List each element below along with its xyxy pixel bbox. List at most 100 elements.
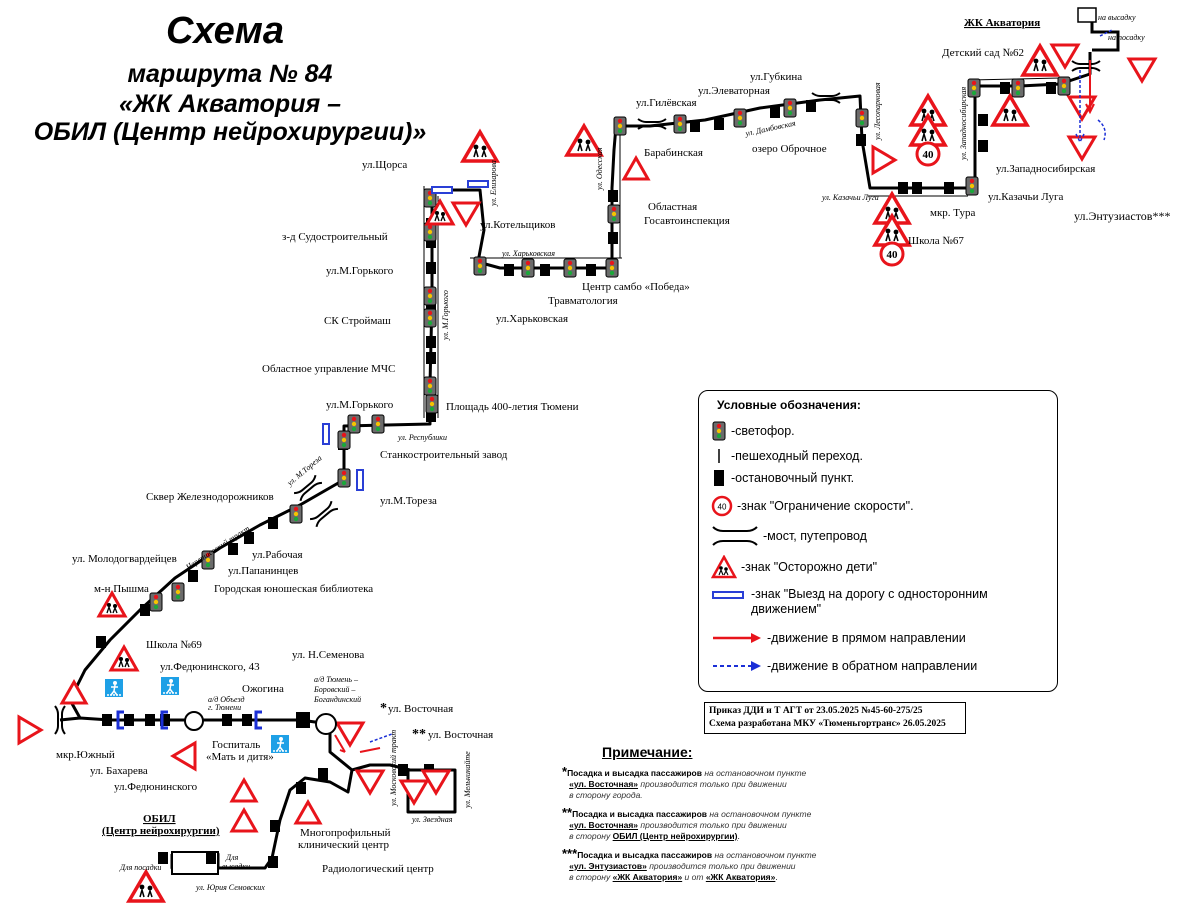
svg-text:ул. Западносибирская: ул. Западносибирская <box>959 87 968 161</box>
svg-text:Богандинский: Богандинский <box>313 695 361 704</box>
stop-label: (Центр нейрохирургии) <box>102 825 220 837</box>
stop-labels: ул.Щорса з-д Судостроительный ул.М.Горьк… <box>56 17 1170 875</box>
svg-text:ул. Звездная: ул. Звездная <box>411 815 453 824</box>
order-info-box: Приказ ДДИ и Т АГТ от 23.05.2025 №45-60-… <box>704 702 966 734</box>
stop-label: Площадь 400-летия Тюмени <box>446 401 579 413</box>
note-1: *Посадка и высадка пассажиров на останов… <box>562 764 807 800</box>
forward-arrow-icon <box>713 633 761 643</box>
stop-label: Ожогина <box>242 683 284 695</box>
stop-label: Госпиталь <box>212 739 260 751</box>
children-sign-icon <box>711 555 737 579</box>
notes: Примечание: *Посадка и высадка пассажиро… <box>562 744 892 883</box>
stop-label: ул. Молодогвардейцев <box>72 553 177 565</box>
bridge-icon <box>712 526 758 546</box>
akvatoriya-building <box>1077 7 1120 52</box>
backward-arrow-icon <box>713 661 761 671</box>
svg-text:40: 40 <box>718 503 727 512</box>
stop-label: ул. Бахарева <box>90 765 148 777</box>
svg-text:*: * <box>380 701 387 716</box>
stop-label: ул.М.Горького <box>326 399 394 411</box>
svg-text:ул. Республики: ул. Республики <box>397 433 447 442</box>
order-line: Схема разработана МКУ «Тюменьгортранс» 2… <box>709 719 946 729</box>
svg-text:ул. Елизарова: ул. Елизарова <box>489 160 498 207</box>
speed-limit-icon: 40 <box>711 495 733 517</box>
svg-text:высадки: высадки <box>222 862 250 871</box>
stop-label: Детский сад №62 <box>942 47 1024 59</box>
stop-label: Областная <box>648 201 697 213</box>
legend-title: Условные обозначения: <box>717 398 861 412</box>
svg-text:Для: Для <box>225 853 239 862</box>
legend-row: -движение в обратном направлении <box>711 659 977 673</box>
stop-label: ул.Папанинцев <box>228 565 298 577</box>
stop-label: Барабинская <box>644 147 703 159</box>
svg-text:Боровский –: Боровский – <box>313 685 356 694</box>
legend-row: -знак "Осторожно дети" <box>711 555 877 579</box>
one-way-sign-icon <box>712 591 744 599</box>
roundabout <box>184 711 204 731</box>
stop-label: м-н Пышма <box>94 583 149 595</box>
svg-text:ул. Московский тракт: ул. Московский тракт <box>389 730 398 807</box>
stop-label: ул.Щорса <box>362 159 407 171</box>
stop-label: ул.Федюнинского <box>114 781 198 793</box>
stop-label: ул.Рабочая <box>252 549 303 561</box>
legend-label: -знак "Ограничение скорости". <box>737 499 914 513</box>
stop-label: ул.Харьковская <box>496 313 568 325</box>
stop-label: Областное управление МЧС <box>262 363 395 375</box>
legend-row: -остановочный пункт. <box>711 469 854 487</box>
svg-text:ул. Одесская: ул. Одесская <box>595 147 604 191</box>
order-line: Приказ ДДИ и Т АГТ от 23.05.2025 №45-60-… <box>709 706 923 716</box>
stop-label: Школа №69 <box>146 639 202 651</box>
notes-heading: Примечание: <box>602 744 693 760</box>
stop-label: «Мать и дитя» <box>206 751 274 763</box>
svg-text:40: 40 <box>923 149 935 161</box>
svg-text:ул. Харьковская: ул. Харьковская <box>501 249 555 258</box>
stop-label: Городская юношеская библиотека <box>214 583 373 595</box>
stop-label: Сквер Железнодорожников <box>146 491 274 503</box>
legend-label: движением" <box>751 602 822 616</box>
svg-text:а/д Объезд: а/д Объезд <box>208 695 245 704</box>
legend-row: -знак "Выезд на дорогу с односторонним д… <box>711 587 988 617</box>
legend-label: -движение в прямом направлении <box>767 631 966 645</box>
legend-row: 40 -знак "Ограничение скорости". <box>711 495 914 517</box>
svg-text:ул. Мельникайте: ул. Мельникайте <box>463 751 472 809</box>
stop-label: ул.Котельщиков <box>480 219 555 231</box>
legend-label: -знак "Выезд на дорогу с односторонним <box>751 587 988 601</box>
speed-limit-signs: 40 40 <box>879 141 941 267</box>
roundabout <box>315 713 337 735</box>
stop-label: ул.Элеваторная <box>698 85 770 97</box>
stop-label: ул.Федюнинского, 43 <box>160 661 260 673</box>
stop-label: ЖК Акватория <box>964 17 1040 29</box>
note-2: **Посадка и высадка пассажиров на остано… <box>562 805 812 841</box>
legend-label: -мост, путепровод <box>763 529 867 543</box>
legend-label: -знак "Осторожно дети" <box>741 560 878 574</box>
stop-label: СК Строймаш <box>324 315 391 327</box>
traffic-light-icon <box>712 421 726 441</box>
legend-row: -светофор. <box>711 421 795 441</box>
stop-label: ОБИЛ <box>143 813 176 825</box>
stop-icon <box>714 470 724 486</box>
route-name-line1: «ЖК Акватория – <box>118 90 342 118</box>
stop-label: ул.Губкина <box>750 71 802 83</box>
stop-label: Центр самбо «Победа» <box>582 281 690 293</box>
legend-label: -остановочный пункт. <box>731 471 855 485</box>
svg-text:а/д Тюмень –: а/д Тюмень – <box>314 675 359 684</box>
stop-label: ул.Казачьи Луга <box>988 191 1064 203</box>
stop-label: клинический центр <box>298 839 390 851</box>
stop-label: ул.М.Тореза <box>380 495 437 507</box>
legend: Условные обозначения: -светофор. -пешехо… <box>698 390 1058 692</box>
route-name-line2: ОБИЛ (Центр нейрохирургии)» <box>33 118 427 146</box>
stop-label: Школа №67 <box>908 235 964 247</box>
stop-label: з-д Судостроительный <box>282 231 388 243</box>
stop-label: Госавтоинспекция <box>644 215 730 227</box>
svg-text:г. Тюмени: г. Тюмени <box>208 703 241 712</box>
route-number: маршрута № 84 <box>127 60 333 88</box>
note-3: ***Посадка и высадка пассажиров на остан… <box>562 846 817 882</box>
direction-arrows <box>334 29 1113 753</box>
map-title: Схема <box>165 10 284 52</box>
stop-label: ул. Н.Семенова <box>292 649 364 661</box>
svg-text:Для посадки: Для посадки <box>119 863 161 872</box>
stop-label: мкр. Тура <box>930 207 975 219</box>
stop-label: ул.Гилёвская <box>636 97 697 109</box>
svg-text:ул. Юрия Семовских: ул. Юрия Семовских <box>195 883 265 892</box>
